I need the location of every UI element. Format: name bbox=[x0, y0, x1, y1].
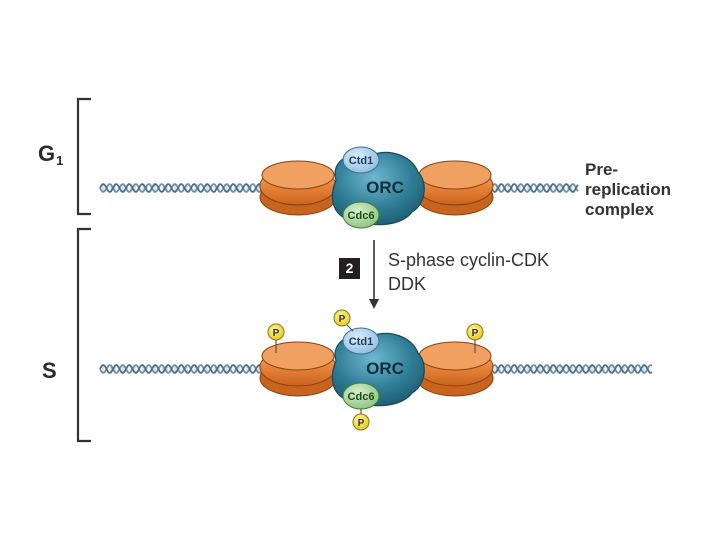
dna-strand bbox=[99, 183, 266, 193]
g1-pre-replication-complex: ORC Ctd1 Cdc6 bbox=[259, 146, 494, 229]
complex-label-line1: Pre- bbox=[585, 160, 619, 179]
phosphate-cdc6: P bbox=[352, 409, 370, 431]
step-line2: DDK bbox=[388, 274, 427, 294]
phosphate-nucleosome-left: P bbox=[267, 323, 285, 353]
dna-strand bbox=[99, 364, 266, 374]
svg-text:P: P bbox=[358, 418, 365, 429]
g1-cdc6-protein bbox=[342, 201, 380, 229]
transition-arrowhead bbox=[369, 299, 379, 309]
s-dna-right bbox=[484, 364, 653, 374]
g1-phase-label: G1 bbox=[38, 141, 64, 168]
svg-text:P: P bbox=[472, 328, 479, 339]
g1-nucleosome-right bbox=[416, 160, 494, 216]
g1-orc-label: ORC bbox=[366, 178, 404, 197]
phosphate-ctd1: P bbox=[333, 309, 354, 332]
s-ctd1-label: Ctd1 bbox=[349, 336, 373, 348]
step-line1: S-phase cyclin-CDK bbox=[388, 250, 550, 270]
g1-ctd1-protein bbox=[342, 146, 380, 174]
dna-strand bbox=[484, 364, 653, 374]
s-phosphorylated-complex: ORC Ctd1 Cdc6 P P P bbox=[259, 309, 494, 431]
s-ctd1-protein bbox=[342, 327, 380, 355]
s-phase-label: S bbox=[42, 358, 57, 383]
s-dna-left bbox=[99, 364, 266, 374]
step-description: S-phase cyclin-CDK DDK bbox=[388, 248, 549, 296]
g1-bracket bbox=[76, 97, 91, 216]
s-nucleosome-right bbox=[416, 341, 494, 397]
phosphate-nucleosome-right: P bbox=[466, 323, 484, 353]
complex-label-line3: complex bbox=[585, 200, 654, 219]
g1-ctd1-label: Ctd1 bbox=[349, 155, 373, 167]
dna-strand bbox=[99, 364, 266, 374]
s-cdc6-label: Cdc6 bbox=[348, 391, 375, 403]
g1-dna-left bbox=[99, 183, 266, 193]
g1-subscript: 1 bbox=[56, 153, 64, 168]
dna-strand bbox=[99, 183, 266, 193]
dna-strand bbox=[484, 364, 653, 374]
svg-text:P: P bbox=[273, 328, 280, 339]
s-bracket bbox=[76, 227, 91, 443]
step-number-badge: 2 bbox=[339, 258, 360, 279]
dna-strand bbox=[484, 183, 579, 193]
pre-replication-complex-label: Pre- replication complex bbox=[585, 160, 671, 220]
g1-cdc6-label: Cdc6 bbox=[348, 210, 375, 222]
svg-text:P: P bbox=[339, 314, 346, 325]
g1-nucleosome-left bbox=[259, 160, 337, 216]
s-orc-label: ORC bbox=[366, 359, 404, 378]
g1-dna-right bbox=[484, 183, 579, 193]
complex-label-line2: replication bbox=[585, 180, 671, 199]
s-nucleosome-left bbox=[259, 341, 337, 397]
